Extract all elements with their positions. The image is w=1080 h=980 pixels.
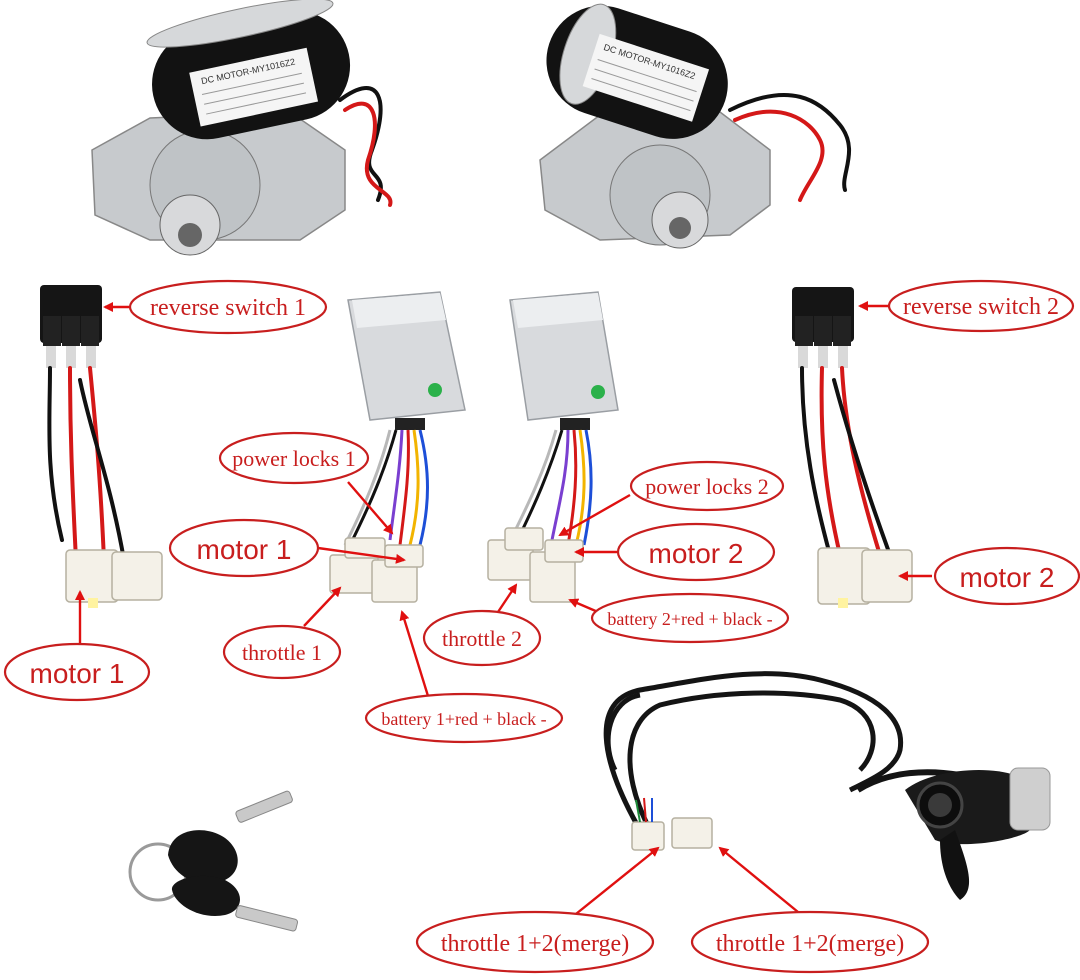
callout-throttle-1: throttle 1 [222, 624, 342, 680]
callout-motor-1-left: motor 1 [3, 642, 151, 702]
callout-battery-2: battery 2+red + black - [590, 592, 790, 644]
thumb-throttle-part [603, 671, 1051, 900]
arrow-power-locks-2 [558, 493, 631, 537]
callout-battery-1: battery 1+red + black - [364, 692, 564, 744]
arrow-battery-1 [399, 610, 430, 697]
label-throttle-merge-left: throttle 1+2(merge) [441, 931, 629, 957]
callout-throttle-2: throttle 2 [422, 609, 542, 667]
arrow-motor-1-center [317, 546, 406, 564]
label-battery-1: battery 1+red + black - [381, 709, 546, 729]
label-battery-2: battery 2+red + black - [607, 609, 772, 629]
reverse-switch-2-part [792, 287, 913, 608]
label-power-locks-2: power locks 2 [645, 474, 768, 499]
label-motor-2-right: motor 2 [960, 562, 1055, 593]
ignition-keys-part [128, 790, 299, 932]
label-motor-1-center: motor 1 [197, 534, 292, 565]
label-throttle-1: throttle 1 [242, 640, 322, 665]
label-throttle-2: throttle 2 [442, 626, 522, 651]
arrow-throttle-1 [303, 586, 342, 627]
right-dc-motor: DC MOTOR-MY1016Z2 [539, 3, 852, 249]
left-dc-motor: DC MOTOR-MY1016Z2 [91, 0, 393, 256]
reverse-switch-1-part [40, 285, 163, 608]
callout-power-locks-1: power locks 1 [218, 431, 370, 485]
label-throttle-merge-right: throttle 1+2(merge) [716, 931, 904, 957]
label-motor-2-center: motor 2 [649, 538, 744, 569]
arrow-battery-2 [568, 598, 599, 614]
controller-1-part [329, 291, 466, 603]
callout-throttle-merge-left: throttle 1+2(merge) [415, 910, 655, 974]
arrow-power-locks-1 [347, 481, 394, 535]
arrow-throttle-merge-left [565, 846, 660, 923]
label-reverse-switch-1: reverse switch 1 [150, 295, 306, 321]
arrow-throttle-merge-right [718, 846, 799, 913]
callout-motor-1-center: motor 1 [168, 518, 320, 578]
callout-reverse-switch-2: reverse switch 2 [887, 279, 1075, 333]
arrow-throttle-2 [497, 583, 518, 613]
callout-arrows [75, 301, 932, 923]
controller-2-part [487, 291, 619, 603]
label-reverse-switch-2: reverse switch 2 [903, 294, 1059, 320]
callout-motor-2-right: motor 2 [933, 546, 1080, 606]
callout-power-locks-2: power locks 2 [629, 460, 785, 512]
label-motor-1-left: motor 1 [30, 658, 125, 689]
callout-throttle-merge-right: throttle 1+2(merge) [690, 910, 930, 974]
callout-reverse-switch-1: reverse switch 1 [128, 279, 328, 335]
callout-motor-2-center: motor 2 [616, 522, 776, 582]
label-power-locks-1: power locks 1 [232, 446, 355, 471]
